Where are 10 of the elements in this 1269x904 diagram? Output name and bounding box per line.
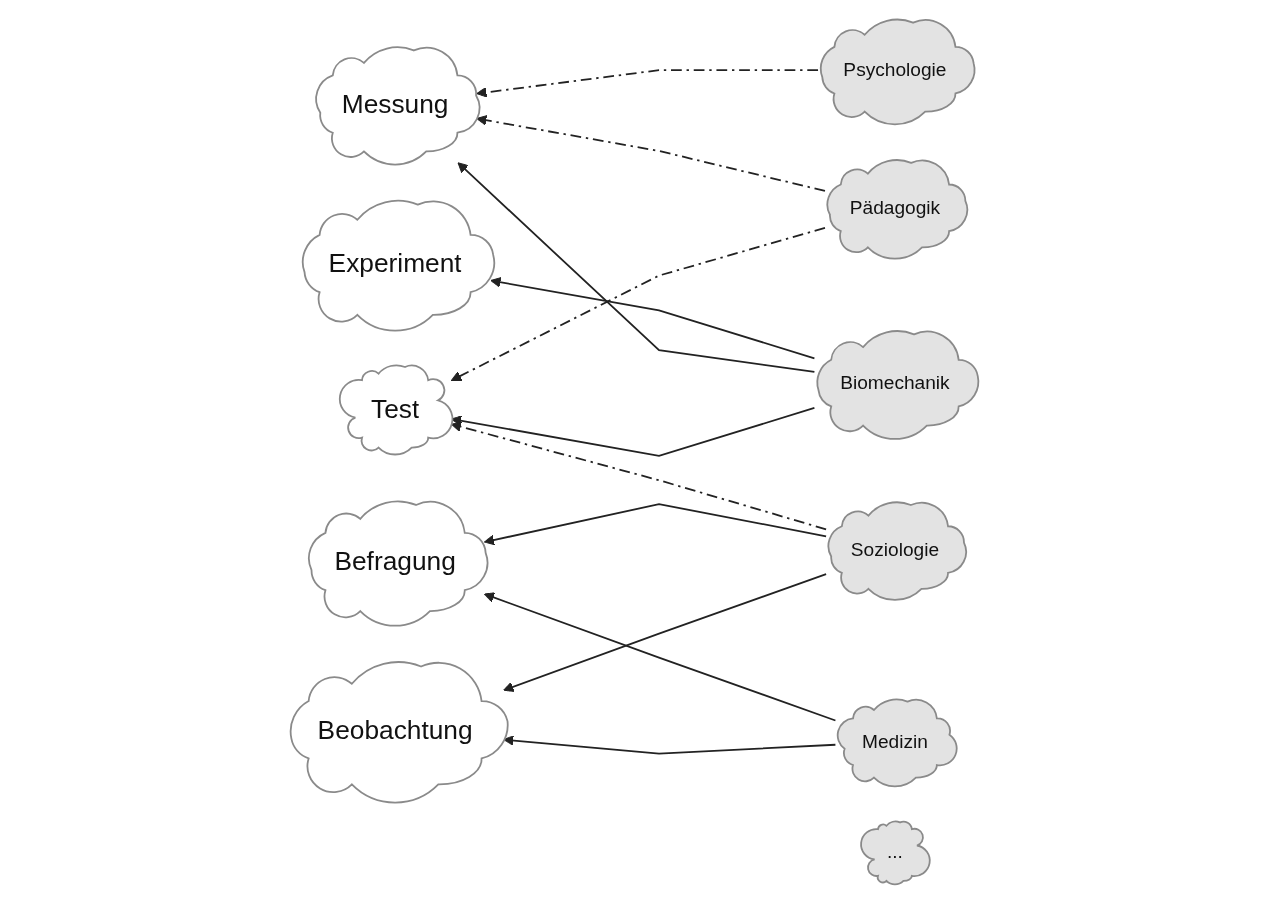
arrow (450, 421, 827, 531)
arrow (483, 592, 837, 722)
arrow (503, 573, 827, 692)
arrow (457, 162, 816, 373)
arrow (490, 277, 816, 360)
arrow (483, 503, 827, 546)
arrow (476, 69, 819, 98)
arrow (503, 735, 837, 755)
arrow (450, 227, 826, 381)
arrow (476, 115, 826, 192)
